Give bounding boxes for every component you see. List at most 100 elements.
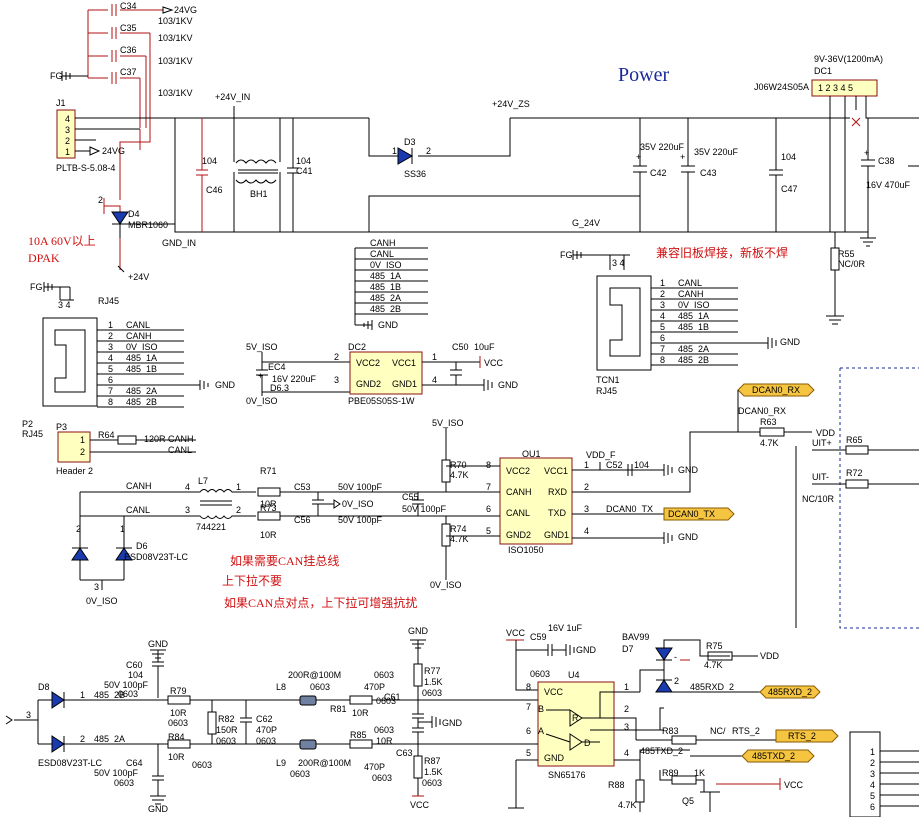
dc1-spec: 9V-36V(1200mA) bbox=[814, 54, 883, 64]
c60-label: C60 bbox=[126, 660, 143, 670]
rs485-gnd-bottom: GND bbox=[148, 804, 169, 814]
rj45-fg: FG bbox=[30, 282, 43, 292]
u4-receiver: R bbox=[572, 713, 579, 723]
pin-number: 6 bbox=[108, 375, 113, 385]
ec4-label: EC4 bbox=[268, 362, 286, 372]
c56-label: C56 bbox=[294, 515, 311, 525]
r82-pkg: 0603 bbox=[216, 736, 236, 746]
dcan0-tx-port-label: DCAN0_TX bbox=[668, 509, 715, 519]
pin-number: 8 bbox=[108, 397, 113, 407]
net-label: 485_2A bbox=[126, 386, 157, 396]
uit-dashed-box bbox=[839, 367, 919, 629]
pin-number: 2 bbox=[660, 289, 665, 299]
net-stack: CANH CANL 0V_ISO 485_1A 485_1B 485_2A 48… bbox=[354, 238, 428, 330]
dc2-designator: DC2 bbox=[348, 342, 366, 352]
r77-pkg: 0603 bbox=[422, 688, 442, 698]
c53-label: C53 bbox=[294, 482, 311, 492]
d7-part: BAV99 bbox=[622, 632, 649, 642]
l9-value: 200R@100M bbox=[298, 758, 351, 768]
pin-number: 6 bbox=[660, 333, 665, 343]
pin-number: 8 bbox=[660, 355, 665, 365]
d6-designator: D6 bbox=[136, 541, 148, 551]
c59-label: C59 bbox=[530, 632, 547, 642]
pin-number: 5 bbox=[660, 322, 665, 332]
j1-body bbox=[56, 109, 76, 159]
c60-value: 104 bbox=[128, 670, 143, 680]
u4-pin-num: 5 bbox=[526, 748, 531, 758]
net-uit-plus: UIT+ bbox=[812, 438, 832, 448]
r81-label: R81 bbox=[330, 704, 347, 714]
r81-pkg: 0603 bbox=[376, 696, 396, 706]
d4-part: MBR1060 bbox=[128, 220, 168, 230]
conn-pin: 6 bbox=[870, 802, 875, 812]
tcn1-body bbox=[596, 275, 652, 371]
c64-pkg: 0603 bbox=[114, 778, 134, 788]
ec4-d63: D6.3 bbox=[270, 383, 289, 393]
polarity-mark: + bbox=[258, 371, 263, 381]
l9-pkg: 0603 bbox=[290, 769, 310, 779]
ou1-pin-canh: CANH bbox=[506, 487, 532, 497]
r64-value: 120R bbox=[144, 434, 166, 444]
p3-pin: 1 bbox=[80, 435, 85, 445]
dcan0-rx-port-label: DCAN0_RX bbox=[752, 385, 800, 395]
ou1-pin-vcc2: VCC2 bbox=[506, 466, 530, 476]
c38-value: 16V 470uF bbox=[866, 180, 911, 190]
d7-designator: D7 bbox=[622, 644, 634, 654]
l8-label: L8 bbox=[276, 682, 286, 692]
net-label: CANL bbox=[126, 320, 150, 330]
r84-label: R84 bbox=[168, 732, 185, 742]
ou1-part: ISO1050 bbox=[508, 545, 544, 555]
r79-label: R79 bbox=[170, 686, 187, 696]
u4-pin-num: 8 bbox=[526, 682, 531, 692]
can-gnd-2: GND bbox=[678, 532, 699, 542]
485txd-2-port bbox=[741, 749, 815, 763]
p2-part: RJ45 bbox=[22, 429, 43, 439]
rts-2-port bbox=[775, 729, 839, 743]
c60-pkg: 0603 bbox=[118, 689, 138, 699]
c42-value: 35V 220uF bbox=[640, 142, 685, 152]
u4-designator: U4 bbox=[568, 670, 580, 680]
u4-pin-num: 1 bbox=[624, 682, 629, 692]
r87-value: 1.5K bbox=[424, 767, 443, 777]
net-485rxd-2: 485RXD_2 bbox=[690, 682, 734, 692]
tcn1-connector: FG 3 4 TCN1 RJ45 1 2 3 4 5 6 7 8 CANL CA… bbox=[560, 250, 801, 396]
ou1-pin-vcc1: VCC1 bbox=[544, 466, 568, 476]
d4-pin: 2 bbox=[98, 195, 103, 205]
c64-label: C64 bbox=[126, 758, 143, 768]
r83-nc: NC/ bbox=[710, 726, 726, 736]
can-note-1: 如果需要CAN挂总线 bbox=[230, 553, 339, 568]
net-label: CANH bbox=[678, 289, 704, 299]
rj45-body bbox=[42, 317, 98, 407]
r87-pkg: 0603 bbox=[422, 778, 442, 788]
u4-pin-b: B bbox=[538, 704, 544, 714]
dc2-pin-num: 3 bbox=[334, 375, 339, 385]
c62-pkg: 0603 bbox=[256, 736, 276, 746]
dc2-pin-vcc2: VCC2 bbox=[356, 358, 380, 368]
pin-number: 4 bbox=[108, 353, 113, 363]
c37-value: 103/1KV bbox=[158, 88, 193, 98]
d8-part: ESD08V23T-LC bbox=[38, 758, 103, 768]
d3-pin2: 2 bbox=[426, 146, 431, 156]
c36-label: C36 bbox=[120, 45, 137, 55]
ou1-pin-gnd2: GND2 bbox=[506, 530, 531, 540]
d4-diode: 2 D4 MBR1060 +24V 10A 60V以上 DPAK bbox=[28, 118, 176, 282]
net-485-2b: 485_2B bbox=[94, 690, 125, 700]
dc2-body bbox=[349, 351, 423, 395]
stack-net: CANH bbox=[370, 238, 396, 248]
net-485-2a: 485_2A bbox=[94, 734, 125, 744]
note-dpak: DPAK bbox=[28, 251, 60, 265]
rs485-connector bbox=[849, 731, 881, 817]
r85-value: 10R bbox=[376, 736, 393, 746]
c63-pkg: 0603 bbox=[372, 773, 392, 783]
u4-pin-num: 7 bbox=[526, 702, 531, 712]
c34-value: 103/1KV bbox=[158, 16, 193, 26]
rail-24v-in bbox=[174, 117, 369, 233]
485txd-2-port-label: 485TXD_2 bbox=[752, 751, 795, 761]
c46-value: 104 bbox=[202, 156, 217, 166]
l7-pin: 3 bbox=[185, 505, 190, 515]
pin-number: 3 bbox=[108, 342, 113, 352]
u4-vcc-net: VCC bbox=[506, 628, 526, 638]
rj45-left-rows: 1 2 3 4 5 6 7 8 CANL CANH 0V_ISO 485_1A … bbox=[97, 320, 236, 408]
c43-value: 35V 220uF bbox=[694, 147, 739, 157]
